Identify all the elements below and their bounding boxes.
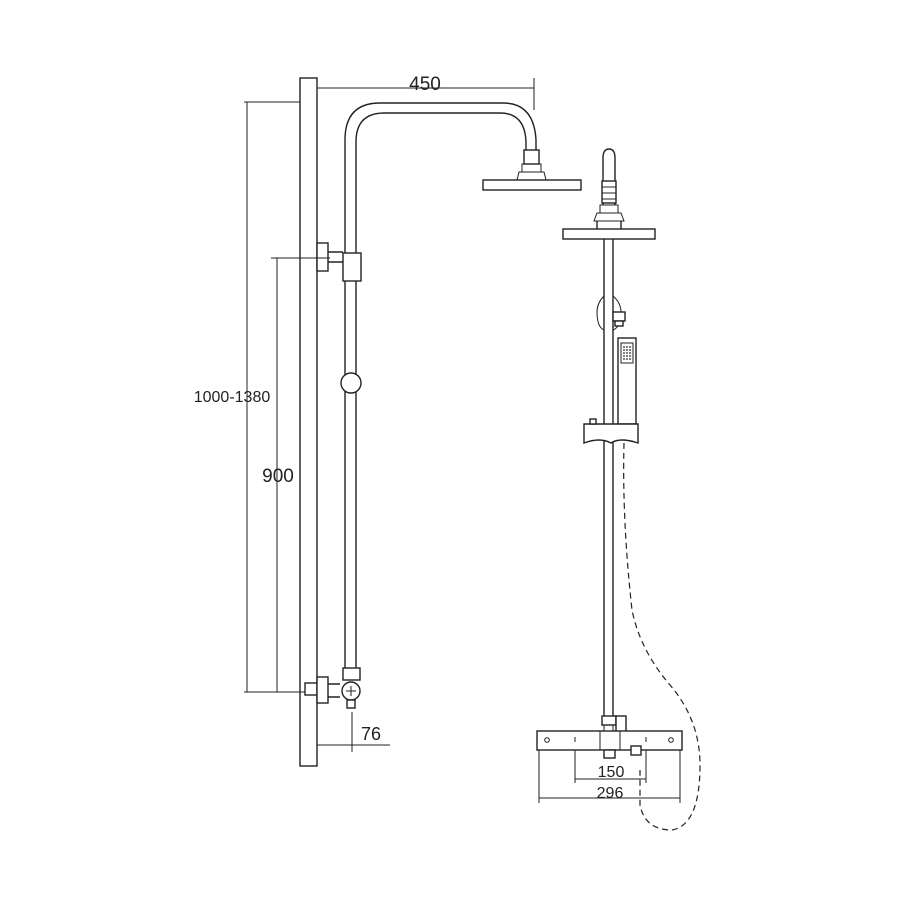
top-bracket bbox=[316, 242, 329, 272]
inlet-centres-label: 150 bbox=[598, 764, 625, 781]
riser-and-arm-inner bbox=[355, 112, 527, 680]
lower-bracket bbox=[304, 682, 318, 696]
handset-nozzles bbox=[623, 346, 631, 360]
total-height-label: 1000-1380 bbox=[194, 389, 271, 406]
shower-hose bbox=[623, 442, 701, 831]
riser-top-cap bbox=[602, 148, 616, 205]
front-view bbox=[536, 148, 701, 831]
arm-reach-label: 450 bbox=[409, 74, 441, 95]
wall-offset-label: 76 bbox=[361, 724, 381, 744]
front-riser bbox=[603, 239, 614, 718]
riser-and-arm bbox=[344, 102, 537, 680]
wall-plate bbox=[299, 77, 318, 767]
holder-knob bbox=[340, 372, 362, 394]
valve-width-label: 296 bbox=[597, 785, 624, 802]
shower-head-side bbox=[482, 179, 582, 191]
shower-head-front bbox=[562, 228, 656, 240]
top-bracket-clamp bbox=[342, 252, 362, 282]
riser-height-label: 900 bbox=[262, 466, 294, 487]
handset-holder bbox=[583, 423, 639, 445]
side-dimensions: 450 1000-1380 900 76 bbox=[194, 74, 535, 752]
front-dimensions: 150 296 bbox=[538, 750, 681, 803]
bar-valve bbox=[536, 730, 683, 751]
head-connector bbox=[523, 149, 540, 165]
side-view bbox=[299, 77, 582, 767]
